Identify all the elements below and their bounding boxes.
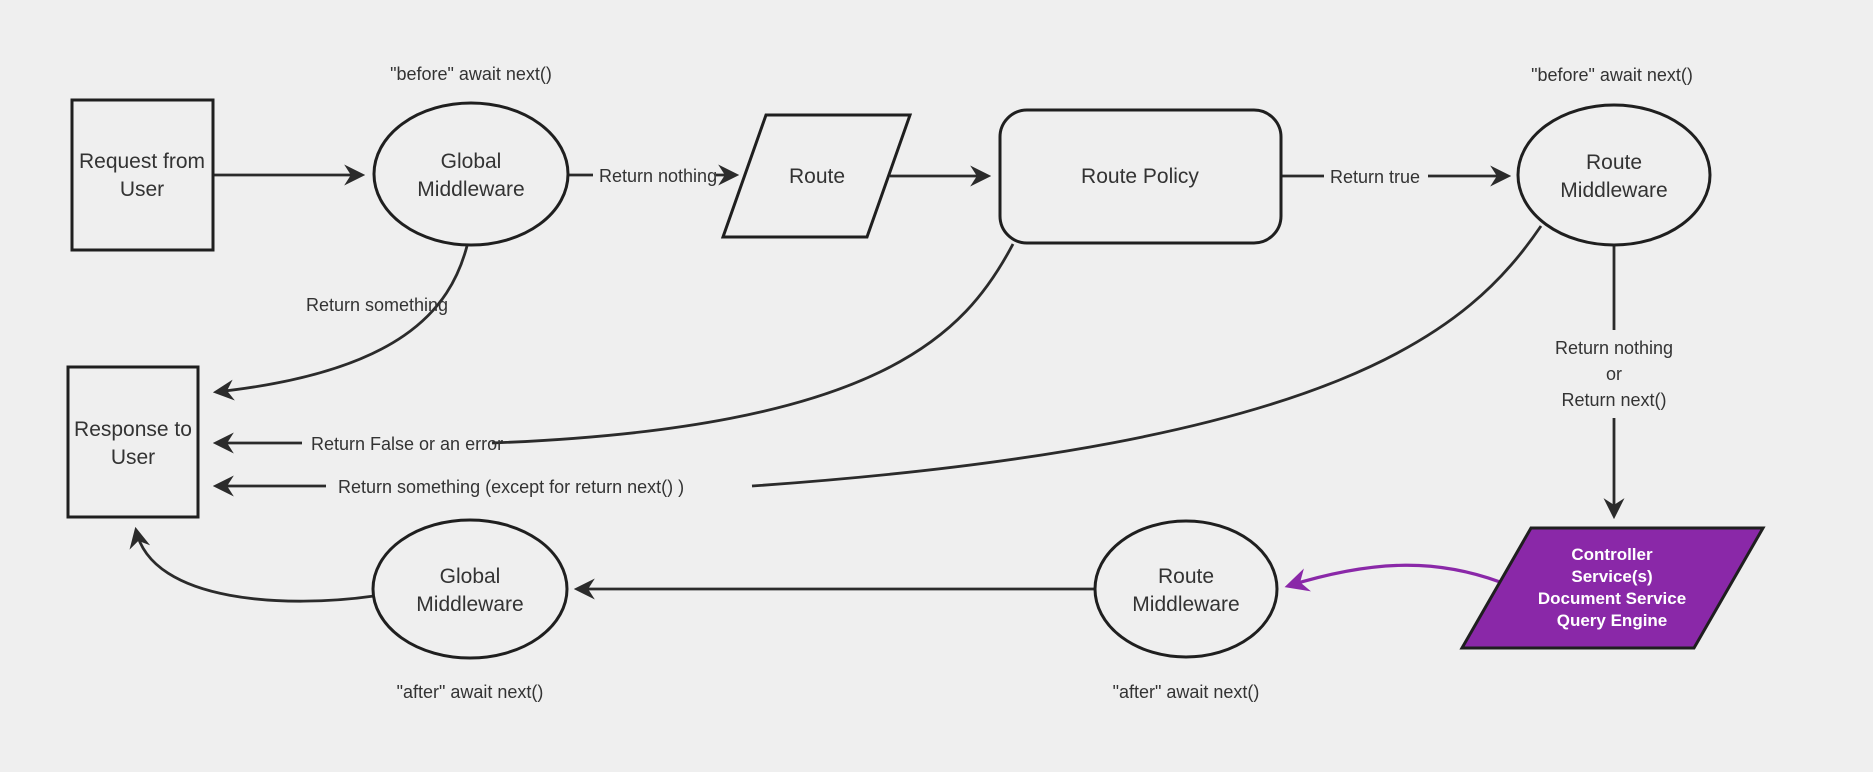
node-route [720, 113, 913, 239]
node-global-mw-top-label-line2: Middleware [417, 178, 524, 201]
edge-route-mw-to-response-curve [751, 225, 1543, 488]
node-request-label-line2: User [120, 178, 164, 201]
label-return-nothing: Return nothing [599, 166, 717, 186]
node-global-mw-bottom-label-line1: Global [440, 565, 501, 588]
label-return-nothing-or-line1: Return nothing [1555, 338, 1673, 358]
node-route-middleware-top [1516, 103, 1712, 247]
node-response-to-user [66, 365, 200, 519]
node-controller-services [1459, 526, 1766, 650]
label-return-something: Return something [306, 295, 448, 315]
node-controller-label-line2: Service(s) [1571, 567, 1652, 586]
edge-route-policy-to-response-curve [491, 243, 1015, 445]
node-global-mw-bottom-label-line2: Middleware [416, 593, 523, 616]
edge-global-mw-to-response [212, 245, 469, 401]
node-request-label-line1: Request from [79, 150, 205, 173]
label-before-await-left: "before" await next() [390, 64, 552, 84]
node-route-policy-label: Route Policy [1081, 165, 1199, 188]
node-controller-label-line1: Controller [1571, 545, 1653, 564]
node-response-label-line1: Response to [74, 418, 192, 441]
label-return-nothing-or-line3: Return next() [1561, 390, 1666, 410]
node-route-middleware-bottom [1093, 519, 1279, 659]
node-response-label-line2: User [111, 446, 155, 469]
label-return-false-or-error: Return False or an error [311, 434, 503, 454]
node-controller-label-line3: Document Service [1538, 589, 1686, 608]
node-route-mw-top-label-line2: Middleware [1560, 179, 1667, 202]
node-route-mw-bottom-label-line2: Middleware [1132, 593, 1239, 616]
node-controller-label-line4: Query Engine [1557, 611, 1668, 630]
label-return-something-except: Return something (except for return next… [338, 477, 684, 497]
label-after-await-left: "after" await next() [397, 682, 544, 702]
label-return-nothing-or-line2: or [1606, 364, 1622, 384]
node-global-middleware-top [372, 101, 570, 247]
label-before-await-right: "before" await next() [1531, 65, 1693, 85]
node-global-mw-top-label-line1: Global [441, 150, 502, 173]
edge-global-mw-bottom-to-response [129, 526, 375, 603]
node-global-middleware-bottom [371, 518, 569, 660]
node-route-policy [998, 108, 1283, 245]
label-return-true: Return true [1330, 167, 1420, 187]
node-route-mw-bottom-label-line1: Route [1158, 565, 1214, 588]
node-route-label: Route [789, 165, 845, 188]
edge-controller-to-route-mw-bottom [1284, 563, 1501, 592]
node-request-from-user [70, 98, 215, 252]
label-after-await-right: "after" await next() [1113, 682, 1260, 702]
node-route-mw-top-label-line1: Route [1586, 151, 1642, 174]
